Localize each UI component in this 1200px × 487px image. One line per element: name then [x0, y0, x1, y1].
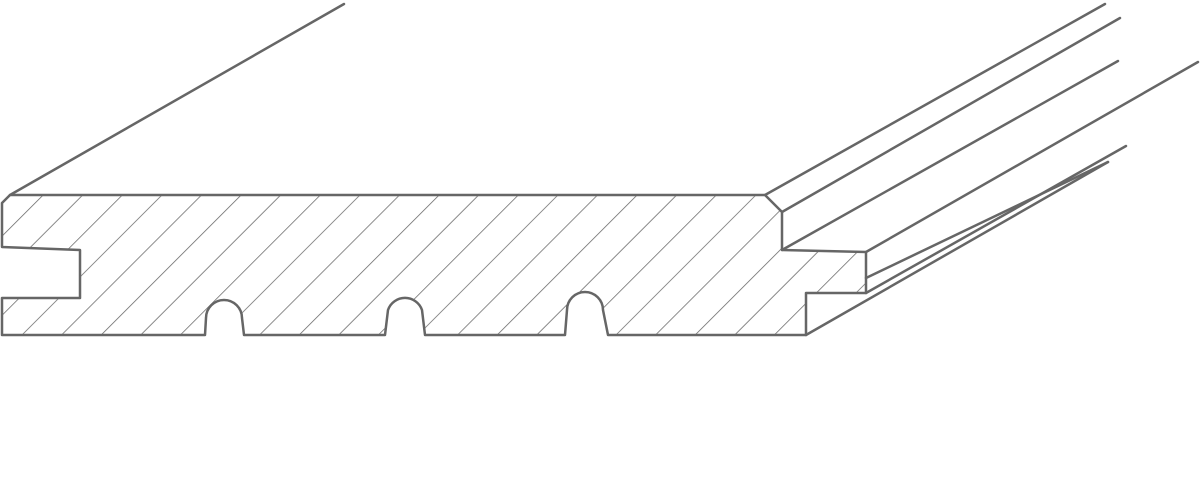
board-cross-section — [0, 193, 868, 337]
right-edge-top — [763, 2, 1107, 197]
right-edge-bevel — [780, 16, 1122, 214]
right-edge-lower-step — [864, 160, 1110, 280]
left-top-edge — [8, 2, 346, 197]
right-edge-bottom — [804, 160, 1110, 337]
right-edge-tongue-top — [780, 59, 1120, 252]
right-edge-tongue-front — [864, 60, 1200, 254]
right-edge-tongue-bottom — [864, 144, 1128, 295]
